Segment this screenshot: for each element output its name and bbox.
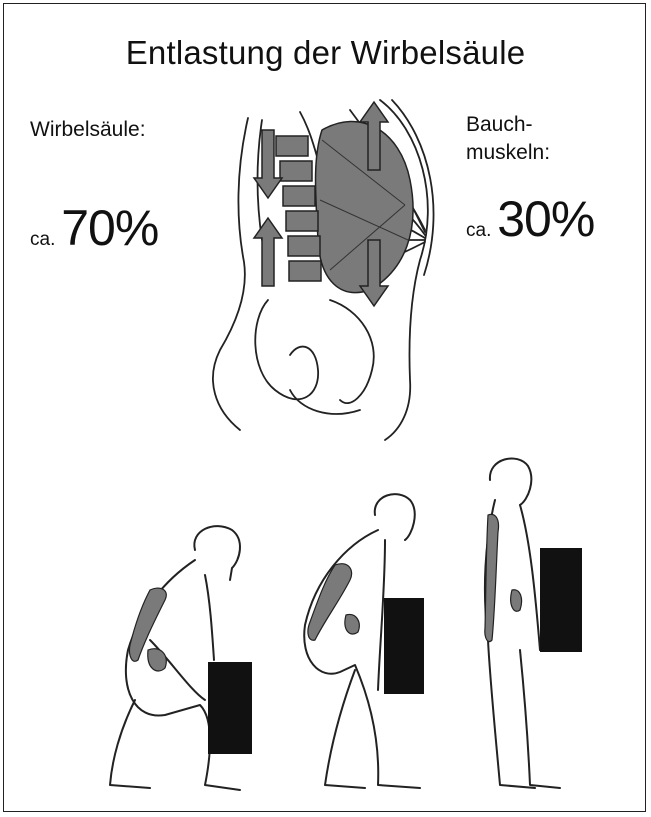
load-box-3 (540, 548, 582, 652)
muscle-back-2 (308, 564, 352, 641)
muscle-back-3 (485, 514, 499, 641)
muscle-belly-1 (148, 649, 167, 671)
muscle-belly-3 (511, 590, 522, 612)
load-box-2 (384, 598, 424, 694)
load-box-1 (208, 662, 252, 754)
muscle-belly-2 (345, 614, 359, 634)
